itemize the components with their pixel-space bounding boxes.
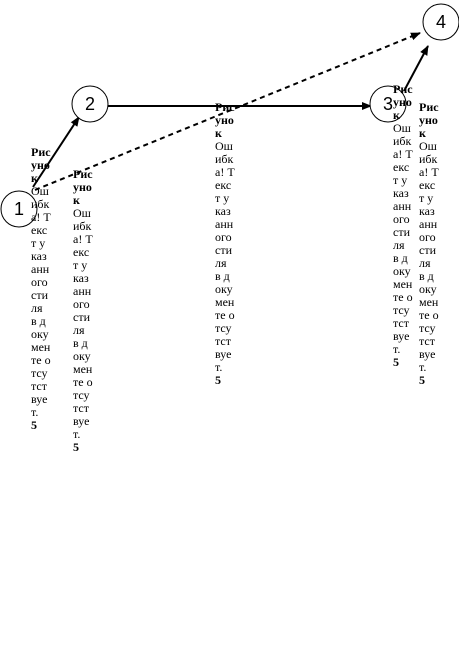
edge-1-2 [32,116,80,188]
caption-label: Рисунок [419,100,439,140]
caption-label: Рисунок [31,145,51,185]
node-4-label: 4 [436,12,446,32]
caption-number: 5 [419,373,425,387]
caption-label: Рисунок [215,100,235,140]
node-3-label: 3 [383,94,393,114]
caption-node-4: Рисунок Ошибка! Текст указанного стиля в… [419,101,439,387]
node-4: 4 [422,3,459,41]
caption-number: 5 [215,373,221,387]
caption-error-text: Ошибка! Текст указанного стиля в докумен… [31,184,51,419]
caption-edge-2-3: Рисунок Ошибка! Текст указанного стиля в… [215,101,235,387]
node-1: 1 [0,190,38,228]
caption-error-text: Ошибка! Текст указанного стиля в докумен… [215,139,235,374]
edge-1-4-dashed [34,32,421,191]
caption-error-text: Ошибка! Текст указанного стиля в докумен… [393,121,413,356]
caption-label: Рисунок [73,167,93,207]
caption-label: Рисунок [393,82,413,122]
node-1-label: 1 [14,199,24,219]
node-2-label: 2 [85,94,95,114]
caption-error-text: Ошибка! Текст указанного стиля в докумен… [419,139,439,374]
caption-number: 5 [31,418,37,432]
caption-node-3: Рисунок Ошибка! Текст указанного стиля в… [393,83,413,369]
node-3: 3 [369,85,407,123]
caption-number: 5 [393,355,399,369]
caption-node-2: Рисунок Ошибка! Текст указанного стиля в… [73,168,93,454]
node-2: 2 [71,85,109,123]
caption-node-1: Рисунок Ошибка! Текст указанного стиля в… [31,146,51,432]
caption-number: 5 [73,440,79,454]
edge-3-4 [403,45,429,92]
caption-error-text: Ошибка! Текст указанного стиля в докумен… [73,206,93,441]
